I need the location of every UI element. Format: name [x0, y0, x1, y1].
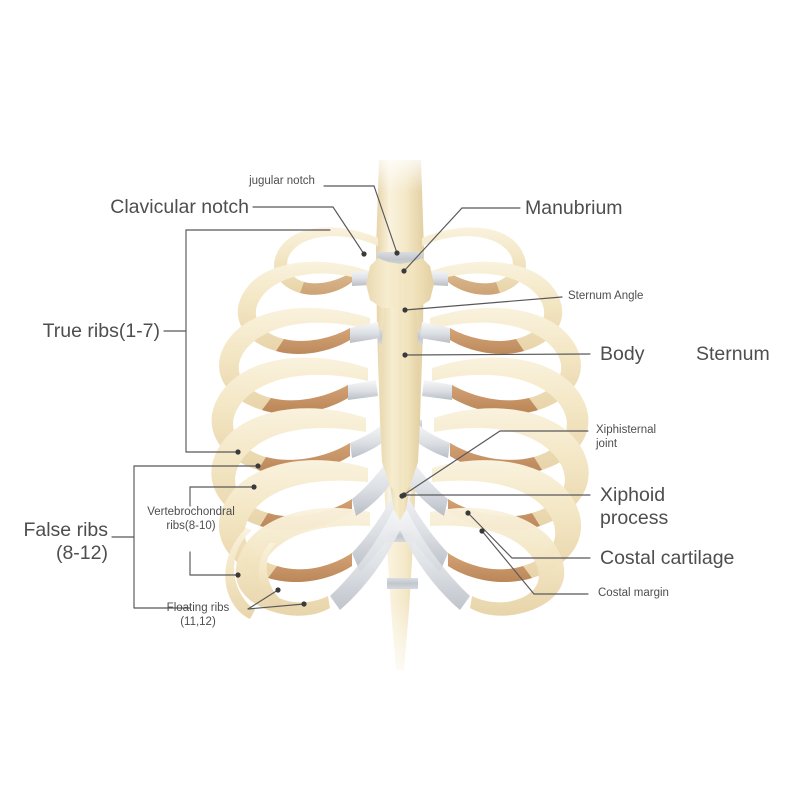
leader-dots: [235, 250, 485, 607]
label-vertebrochondral-ribs: Vertebrochondral ribs(8-10): [147, 506, 235, 532]
ribs-left-side: [211, 227, 378, 619]
label-xiphoid-process: Xiphoid process: [600, 484, 669, 529]
leader-lines: [111, 185, 591, 610]
label-clavicular-notch: Clavicular notch: [110, 196, 249, 218]
label-xiphisternal-joint: Xiphisternal joint: [596, 424, 657, 450]
label-costal-margin: Costal margin: [598, 587, 669, 599]
ribs-right-side: [422, 227, 589, 616]
label-manubrium: Manubrium: [525, 197, 623, 219]
label-sternum: Sternum: [696, 343, 770, 365]
label-false-ribs: False ribs (8-12): [23, 519, 108, 564]
label-true-ribs: True ribs(1-7): [42, 320, 160, 342]
label-costal-cartilage: Costal cartilage: [600, 547, 735, 569]
label-floating-ribs: Floating ribs (11,12): [166, 602, 230, 628]
label-sternum-angle: Sternum Angle: [568, 290, 644, 302]
label-jugular-notch: jugular notch: [249, 175, 315, 187]
label-body: Body: [600, 343, 645, 365]
